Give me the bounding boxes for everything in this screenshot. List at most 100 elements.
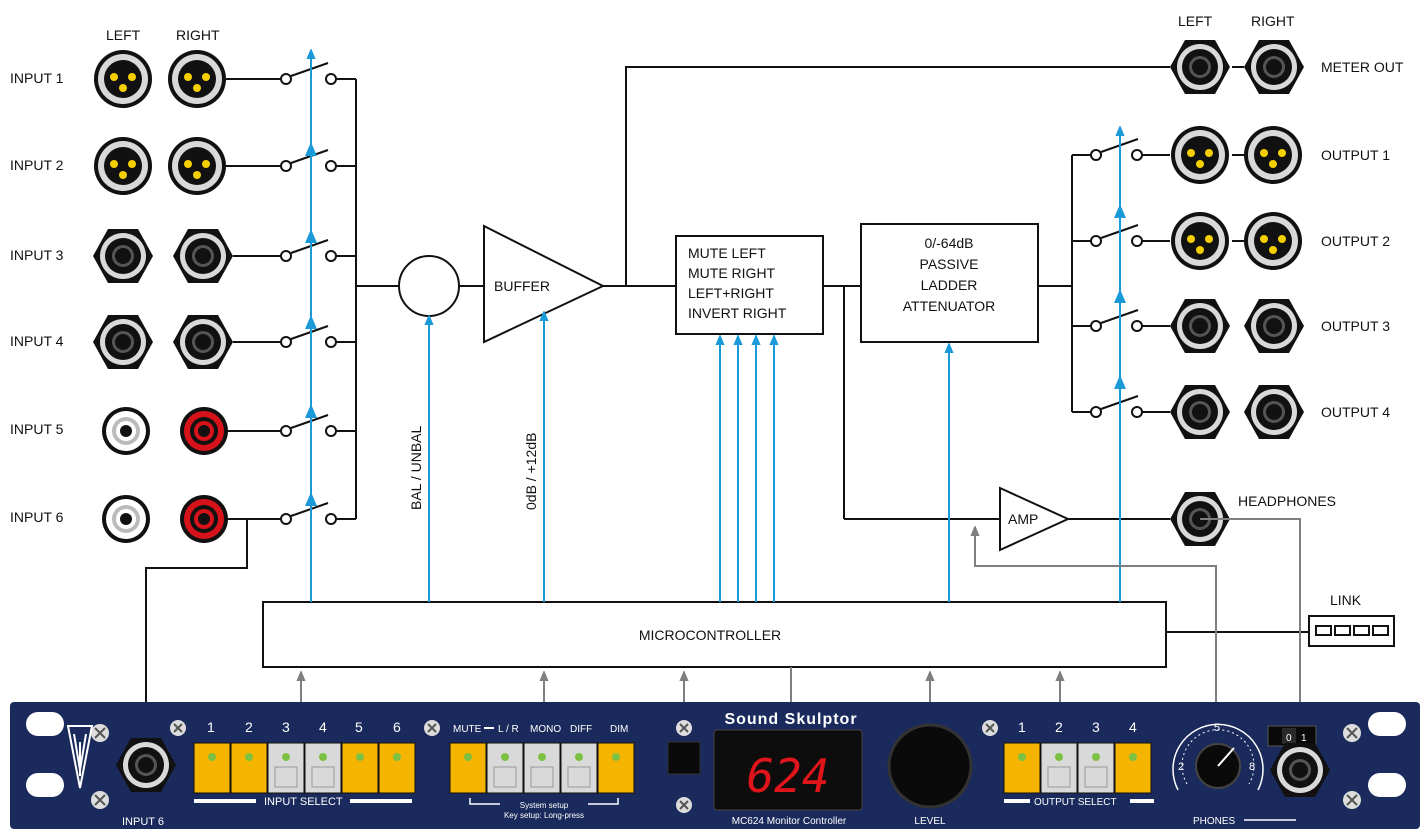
meter-right-jack — [1244, 40, 1304, 94]
input-6-front-label: INPUT 6 — [122, 816, 164, 828]
input-4-label: INPUT 4 — [10, 333, 64, 349]
bal-unbal-stage — [398, 255, 460, 317]
input-num-5: 5 — [355, 719, 363, 735]
mode-box — [675, 235, 824, 335]
headphones-label: HEADPHONES — [1238, 493, 1336, 509]
input-button-4[interactable] — [304, 742, 342, 794]
input-num-3: 3 — [282, 719, 290, 735]
input-select-buttons — [193, 742, 416, 794]
meter-wire — [625, 66, 1170, 286]
output-num-3: 3 — [1092, 719, 1100, 735]
meter-out-label: METER OUT — [1321, 59, 1404, 75]
phones-label: PHONES — [1193, 816, 1236, 827]
mode-label-mono: MONO — [530, 724, 561, 735]
input-3-left-jack — [93, 229, 153, 283]
phones-scale-8: 8 — [1249, 761, 1255, 773]
input-select-numbers: 1 2 3 4 5 6 — [207, 719, 401, 735]
input-2-left-xlr — [94, 137, 152, 195]
model-label: MC624 Monitor Controller — [732, 816, 847, 827]
input-5-label: INPUT 5 — [10, 421, 64, 437]
input-select-bar-right — [350, 799, 412, 803]
output-4-right-jack — [1244, 385, 1304, 439]
input-num-6: 6 — [393, 719, 401, 735]
input-3-right-jack — [173, 229, 233, 283]
mode-line-4: INVERT RIGHT — [688, 305, 787, 321]
output-num-4: 4 — [1129, 719, 1137, 735]
output-button-4[interactable] — [1114, 742, 1152, 794]
output-switches — [1038, 66, 1244, 418]
output-select-buttons — [1003, 742, 1152, 794]
attenuator-line-2: PASSIVE — [920, 256, 979, 272]
attenuator-line-1: 0/-64dB — [924, 235, 973, 251]
output-select-label: OUTPUT SELECT — [1034, 797, 1117, 808]
power-1: 1 — [1301, 733, 1307, 744]
link-button[interactable] — [667, 741, 701, 775]
level-label: LEVEL — [914, 816, 946, 827]
meter-left-jack — [1170, 40, 1230, 94]
header-right-meter: RIGHT — [1251, 13, 1295, 29]
mode-button-dim[interactable] — [597, 742, 635, 794]
input-select-bar-left — [194, 799, 256, 803]
mode-button-mute[interactable] — [449, 742, 487, 794]
output-button-2[interactable] — [1040, 742, 1078, 794]
output-button-1[interactable] — [1003, 742, 1041, 794]
link-label: LINK — [1330, 592, 1362, 608]
mode-labels: MUTE L / R MONO DIFF DIM — [453, 724, 628, 735]
input-1-left-xlr — [94, 50, 152, 108]
mode-label-diff: DIFF — [570, 724, 592, 735]
output-select-bar-left — [1004, 799, 1030, 803]
input-num-4: 4 — [319, 719, 327, 735]
input-6-right-rca — [180, 495, 228, 543]
mode-label-lr: L / R — [498, 724, 519, 735]
attenuator-box — [860, 223, 1039, 343]
level-knob[interactable] — [887, 723, 973, 809]
header-right-inputs: RIGHT — [176, 27, 220, 43]
input-1-right-xlr — [168, 50, 226, 108]
input-5-left-rca — [102, 407, 150, 455]
system-setup-bracket — [469, 798, 619, 805]
panel-screws — [91, 720, 1361, 813]
mode-line-1: MUTE LEFT — [688, 245, 766, 261]
mode-button-mono[interactable] — [523, 742, 561, 794]
mode-line-3: LEFT+RIGHT — [688, 285, 774, 301]
input-2-right-xlr — [168, 137, 226, 195]
output-2-left-xlr — [1171, 212, 1229, 270]
input-5-right-rca — [180, 407, 228, 455]
input-4-left-jack — [93, 315, 153, 369]
input-1-label: INPUT 1 — [10, 70, 64, 86]
output-4-left-jack — [1170, 385, 1230, 439]
output-num-1: 1 — [1018, 719, 1026, 735]
phones-knob-pointer — [1217, 747, 1235, 767]
switch-arrowheads — [305, 142, 1126, 506]
output-2-right-xlr — [1244, 212, 1302, 270]
link-connector — [1308, 615, 1395, 647]
mode-button-lr[interactable] — [486, 742, 524, 794]
input-button-2[interactable] — [230, 742, 268, 794]
phones-scale-2: 2 — [1178, 761, 1184, 773]
buffer-label: BUFFER — [494, 278, 550, 294]
output-1-left-xlr — [1171, 126, 1229, 184]
mode-button-diff[interactable] — [560, 742, 598, 794]
mode-label-mute: MUTE — [453, 724, 482, 735]
power-switch[interactable]: 0 1 — [1267, 725, 1317, 747]
display-value: 624 — [746, 749, 829, 803]
output-4-label: OUTPUT 4 — [1321, 404, 1390, 420]
power-0: 0 — [1286, 733, 1292, 744]
input-button-1[interactable] — [193, 742, 231, 794]
input-num-1: 1 — [207, 719, 215, 735]
microcontroller-label: MICROCONTROLLER — [639, 627, 781, 643]
brand-logo-icon — [66, 725, 94, 789]
output-select-bar-right — [1130, 799, 1154, 803]
brand-name: Sound Skulptor — [724, 711, 857, 728]
attenuator-line-4: ATTENUATOR — [903, 298, 996, 314]
output-button-3[interactable] — [1077, 742, 1115, 794]
input-button-3[interactable] — [267, 742, 305, 794]
input-3-label: INPUT 3 — [10, 247, 64, 263]
key-setup-label: Key setup: Long-press — [504, 811, 584, 820]
level-display — [713, 729, 863, 811]
input-button-5[interactable] — [341, 742, 379, 794]
input-button-6[interactable] — [378, 742, 416, 794]
output-select-numbers: 1 2 3 4 — [1018, 719, 1137, 735]
mode-line-2: MUTE RIGHT — [688, 265, 776, 281]
